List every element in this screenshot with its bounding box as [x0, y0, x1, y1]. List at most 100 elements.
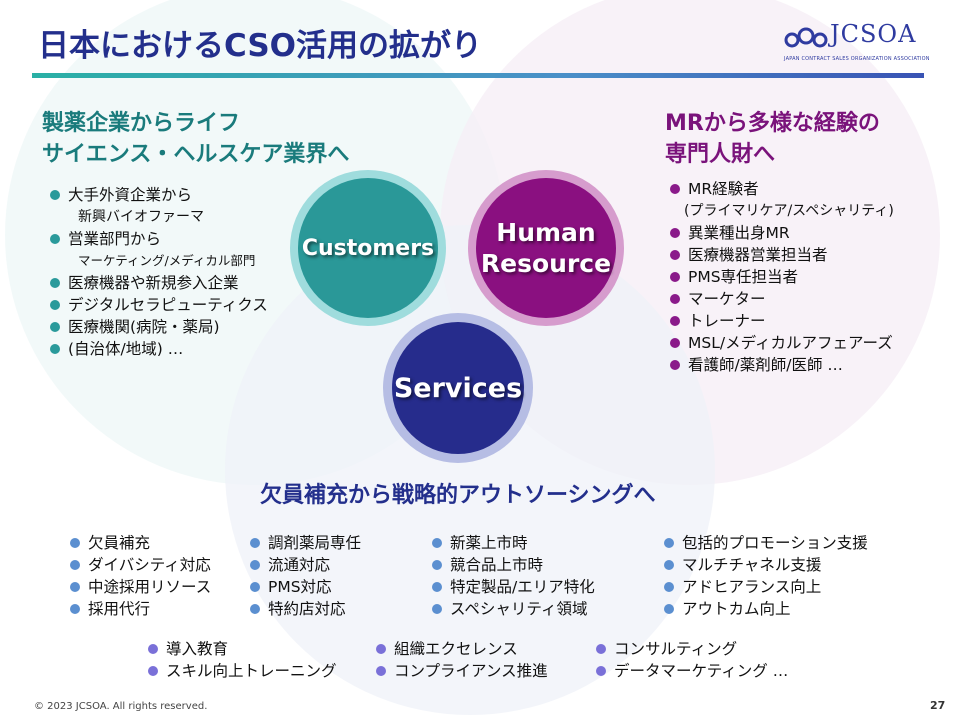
bottom-heading: 欠員補充から戦略的アウトソーシングへ — [260, 483, 656, 508]
list-item: 医療機器営業担当者 — [668, 244, 894, 266]
bullet-icon — [664, 560, 674, 570]
list-item: データマーケティング … — [594, 660, 788, 682]
bullet-icon — [670, 250, 680, 260]
bullet-icon — [432, 560, 442, 570]
list-item: 医療機器や新規参入企業 — [48, 272, 268, 294]
bullet-icon — [50, 278, 60, 288]
bullet-icon — [664, 604, 674, 614]
list-item: PMS対応 — [248, 576, 361, 598]
page-number: 27 — [930, 699, 946, 712]
right-heading-line2: 専門人財へ — [665, 142, 776, 167]
bullet-icon — [664, 582, 674, 592]
title-underline — [32, 73, 924, 78]
bullet-icon — [670, 294, 680, 304]
logo-mark-icon — [784, 27, 828, 48]
left-heading-line2: サイエンス・ヘルスケア業界へ — [42, 142, 350, 167]
bullet-icon — [50, 344, 60, 354]
list-item: コンサルティング — [594, 638, 788, 660]
customers-circle: Customers — [298, 178, 438, 318]
list-item: アウトカム向上 — [662, 598, 868, 620]
bullet-icon — [250, 582, 260, 592]
bullet-icon — [50, 322, 60, 332]
bullet-icon — [596, 644, 606, 654]
human-resource-label: Human Resource — [480, 218, 612, 278]
list-item: ダイバシティ対応 — [68, 554, 211, 576]
customers-label: Customers — [301, 235, 435, 261]
bottom-row2-col3-list: コンサルティング データマーケティング … — [594, 638, 788, 682]
bullet-icon — [70, 582, 80, 592]
logo-subtitle: JAPAN CONTRACT SALES ORGANIZATION ASSOCI… — [784, 56, 930, 62]
list-item: コンプライアンス推進 — [374, 660, 548, 682]
bullet-icon — [432, 604, 442, 614]
left-heading: 製薬企業からライフ サイエンス・ヘルスケア業界へ — [42, 108, 349, 170]
bullet-icon — [250, 538, 260, 548]
copyright-text: © 2023 JCSOA. All rights reserved. — [34, 701, 208, 712]
list-item: 中途採用リソース — [68, 576, 211, 598]
services-label: Services — [393, 372, 523, 404]
bullet-icon — [670, 228, 680, 238]
right-heading-line1: MRから多様な経験の — [665, 111, 880, 136]
list-item: マーケター — [668, 288, 894, 310]
bullet-icon — [432, 538, 442, 548]
bullet-icon — [670, 184, 680, 194]
right-heading: MRから多様な経験の 専門人財へ — [665, 108, 880, 170]
bottom-row2-col2-list: 組織エクセレンス コンプライアンス推進 — [374, 638, 548, 682]
list-item: 営業部門から — [48, 228, 268, 250]
list-item: 特約店対応 — [248, 598, 361, 620]
bullet-icon — [70, 538, 80, 548]
bullet-icon — [50, 300, 60, 310]
list-item: 包括的プロモーション支援 — [662, 532, 868, 554]
bullet-icon — [50, 190, 60, 200]
bullet-icon — [670, 272, 680, 282]
logo-name: JCSOA — [830, 20, 917, 48]
list-item: 競合品上市時 — [430, 554, 595, 576]
list-item: 調剤薬局専任 — [248, 532, 361, 554]
bullet-icon — [432, 582, 442, 592]
right-list: MR経験者 (プライマリケア/スペシャリティ) 異業種出身MR 医療機器営業担当… — [668, 178, 894, 376]
slide-title: 日本におけるCSO活用の拡がり — [38, 28, 483, 64]
bullet-icon — [70, 604, 80, 614]
bullet-icon — [670, 360, 680, 370]
list-item: 導入教育 — [146, 638, 337, 660]
bullet-icon — [664, 538, 674, 548]
bottom-col1-list: 欠員補充 ダイバシティ対応 中途採用リソース 採用代行 — [68, 532, 211, 620]
jcsoa-logo: JCSOA JAPAN CONTRACT SALES ORGANIZATION … — [784, 20, 934, 70]
bullet-icon — [250, 604, 260, 614]
list-item-continuation: 新興バイオファーマ — [78, 209, 204, 225]
list-item-continuation: マーケティング/メディカル部門 — [78, 253, 256, 268]
bullet-icon — [70, 560, 80, 570]
left-heading-line1: 製薬企業からライフ — [42, 111, 241, 136]
list-item: 組織エクセレンス — [374, 638, 548, 660]
bottom-row2-col1-list: 導入教育 スキル向上トレーニング — [146, 638, 337, 682]
list-item: 新薬上市時 — [430, 532, 595, 554]
list-item: 流通対応 — [248, 554, 361, 576]
list-item: アドヒアランス向上 — [662, 576, 868, 598]
bottom-col3-list: 新薬上市時 競合品上市時 特定製品/エリア特化 スペシャリティ領域 — [430, 532, 595, 620]
bullet-icon — [50, 234, 60, 244]
list-item: マルチチャネル支援 — [662, 554, 868, 576]
human-resource-circle: Human Resource — [476, 178, 616, 318]
list-item: スキル向上トレーニング — [146, 660, 337, 682]
bullet-icon — [670, 338, 680, 348]
list-item: MSL/メディカルアフェアーズ — [668, 332, 894, 354]
list-item: 看護師/薬剤師/医師 … — [668, 354, 894, 376]
list-item: トレーナー — [668, 310, 894, 332]
bullet-icon — [376, 666, 386, 676]
bullet-icon — [148, 644, 158, 654]
bullet-icon — [376, 644, 386, 654]
list-item: (自治体/地域) … — [48, 338, 268, 360]
left-list: 大手外資企業から 新興バイオファーマ 営業部門から マーケティング/メディカル部… — [48, 184, 268, 360]
list-item: MR経験者 — [668, 178, 894, 200]
list-item: 欠員補充 — [68, 532, 211, 554]
list-item: PMS専任担当者 — [668, 266, 894, 288]
list-item-continuation: (プライマリケア/スペシャリティ) — [684, 203, 894, 219]
bottom-col2-list: 調剤薬局専任 流通対応 PMS対応 特約店対応 — [248, 532, 361, 620]
bullet-icon — [250, 560, 260, 570]
bottom-col4-list: 包括的プロモーション支援 マルチチャネル支援 アドヒアランス向上 アウトカム向上 — [662, 532, 868, 620]
list-item: 異業種出身MR — [668, 222, 894, 244]
services-circle: Services — [392, 322, 524, 454]
list-item: 採用代行 — [68, 598, 211, 620]
list-item: 特定製品/エリア特化 — [430, 576, 595, 598]
bullet-icon — [596, 666, 606, 676]
